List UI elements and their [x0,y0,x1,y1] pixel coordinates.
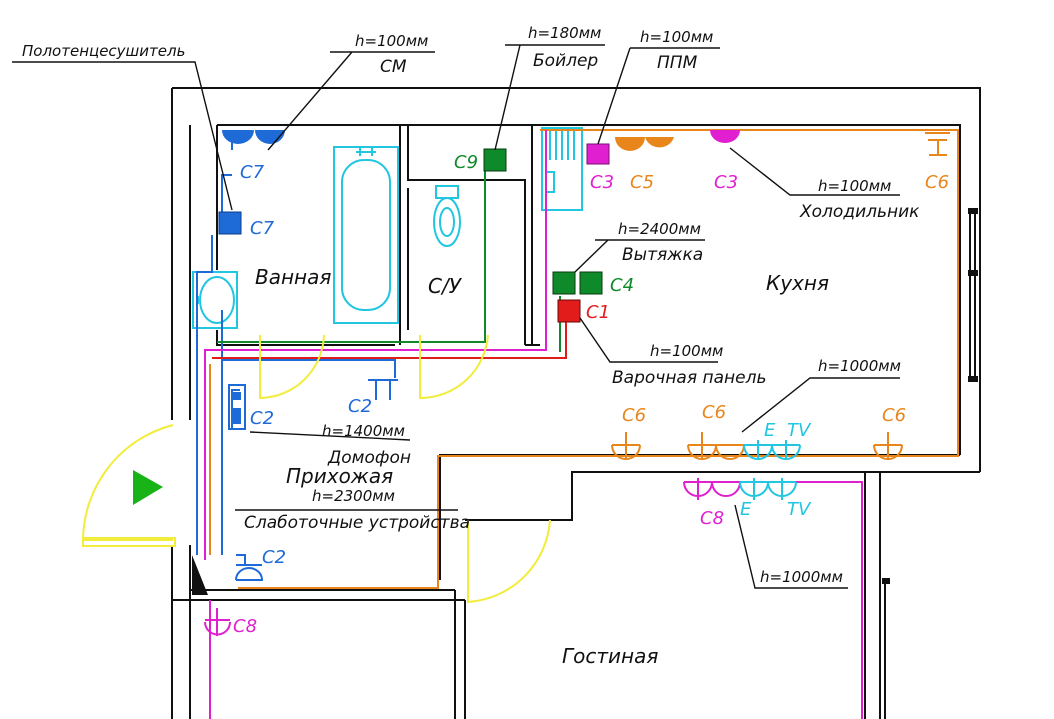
code-c9: С9 [454,152,478,173]
washer-label: СМ [380,57,407,77]
code-e-kitchen: E [764,420,776,441]
hood-outlets [552,271,603,295]
code-c7-mid: С7 [250,218,275,239]
dishwasher-outlet [586,143,610,165]
toilet [433,185,461,247]
electrical-panel [192,555,208,595]
code-tv-living: TV [787,499,812,520]
dishwasher-height-label: h=100мм [640,28,713,46]
cooktop-label: Варочная панель [612,368,766,388]
intercom-panel [228,384,246,430]
code-c4: С4 [610,275,634,296]
intercom-height-label: h=1400мм [322,422,405,440]
kitchen-sockets-c6 [611,432,903,460]
doors [81,334,551,604]
lowcurrent-label: Слаботочные устройства [244,513,470,533]
washer-height-label: h=100мм [355,32,428,50]
entrance-arrow-icon [133,470,163,505]
code-c3-right: С3 [714,172,738,193]
boiler-height-label: h=180мм [528,24,601,42]
cable-routes [196,129,959,719]
room-bathroom-label: Ванная [255,265,331,289]
fridge-height-label: h=100мм [818,177,891,195]
room-kitchen-label: Кухня [766,271,829,295]
hall-sockets-c2 [235,379,398,581]
hood-height-label: h=2400мм [618,220,701,238]
code-c6-a: С6 [622,405,646,426]
towel-dryer-outlet [218,211,242,235]
code-c1: С1 [586,302,610,323]
intercom-label: Домофон [327,448,411,468]
code-c2-lower: С2 [262,547,286,568]
window-ticks [882,208,978,584]
code-e-living: E [740,499,752,520]
walls [171,87,981,719]
code-tv-kitchen: TV [787,420,812,441]
bathtub [333,146,399,324]
living-sockets-height-label: h=1000мм [760,568,843,586]
boiler-label: Бойлер [533,51,598,71]
living-e-tv-sockets [739,478,797,500]
kitchen-sink [541,127,583,211]
washbasin [192,271,238,329]
bathroom-sockets-c7 [222,130,285,144]
cooktop-outlet [557,299,581,323]
code-c5: С5 [630,172,654,193]
code-c7-top: С7 [240,162,265,183]
fridge-socket [710,130,740,143]
kitchen-sockets-height-label: h=1000мм [818,357,901,375]
code-c2-intercom: С2 [250,408,274,429]
code-c6-corner: С6 [925,172,949,193]
code-c2-upper: С2 [348,396,372,417]
code-c6-c: С6 [882,405,906,426]
kitchen-e-tv-sockets [743,440,801,460]
corner-socket-c6 [925,132,950,156]
room-hallway-label: Прихожая [286,464,393,488]
living-sockets-c8 [204,478,741,636]
code-c8-bottom: С8 [233,616,257,637]
cooktop-height-label: h=100мм [650,342,723,360]
dishwasher-label: ППМ [657,53,698,73]
code-c3-left: С3 [590,172,614,193]
fridge-label: Холодильник [799,202,920,222]
code-c6-b: С6 [702,402,726,423]
lowcurrent-height-label: h=2300мм [312,487,395,505]
code-c8-living: С8 [700,508,724,529]
room-toilet-label: С/У [428,274,463,298]
leader-lines [12,44,900,589]
kitchen-sockets-c5 [615,137,674,151]
towel-dryer-label: Полотенцесушитель [22,42,185,60]
boiler-outlet [483,148,507,172]
hood-label: Вытяжка [622,245,703,265]
room-living-label: Гостиная [562,644,658,668]
